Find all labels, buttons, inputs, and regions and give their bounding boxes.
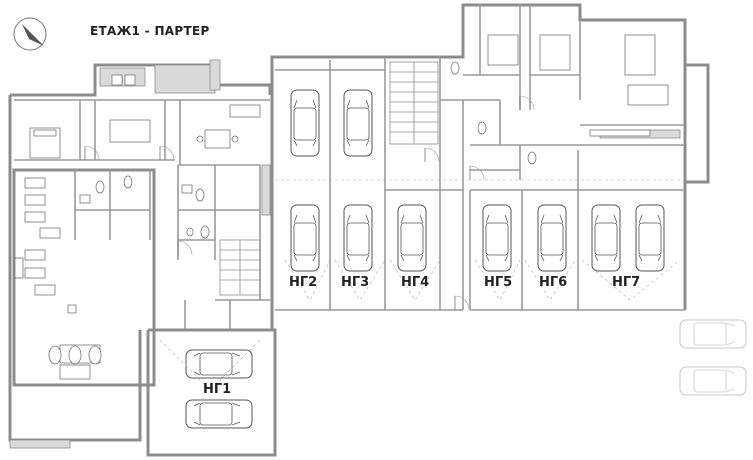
bed-icon <box>29 127 61 159</box>
toilet-icon <box>450 61 537 165</box>
garage-entry-lines <box>159 179 685 391</box>
sofa-icon <box>109 74 151 143</box>
sink-icon <box>79 184 193 204</box>
sofa-icon <box>624 34 669 106</box>
garage-label-ng2: НГ2 <box>289 275 318 290</box>
north-arrow-icon <box>13 17 47 51</box>
garage-label-ng3: НГ3 <box>341 275 370 290</box>
garage-label-ng1: НГ1 <box>203 382 232 397</box>
garage-label-ng6: НГ6 <box>539 275 568 290</box>
garage-label-ng4: НГ4 <box>401 275 430 290</box>
walls <box>8 3 710 457</box>
table-icon <box>196 104 261 149</box>
floor-title: ЕТАЖ1 - ПАРТЕР <box>90 24 210 38</box>
stair-icon <box>219 239 261 296</box>
toilet-icon <box>95 175 210 239</box>
sink-icon <box>589 129 651 137</box>
garage-label-ng5: НГ5 <box>484 275 513 290</box>
table-icon <box>48 345 102 365</box>
stair-icon <box>389 61 439 145</box>
garage-label-ng7: НГ7 <box>612 275 641 290</box>
bed-icon <box>487 34 571 71</box>
hatch-details <box>9 439 71 449</box>
